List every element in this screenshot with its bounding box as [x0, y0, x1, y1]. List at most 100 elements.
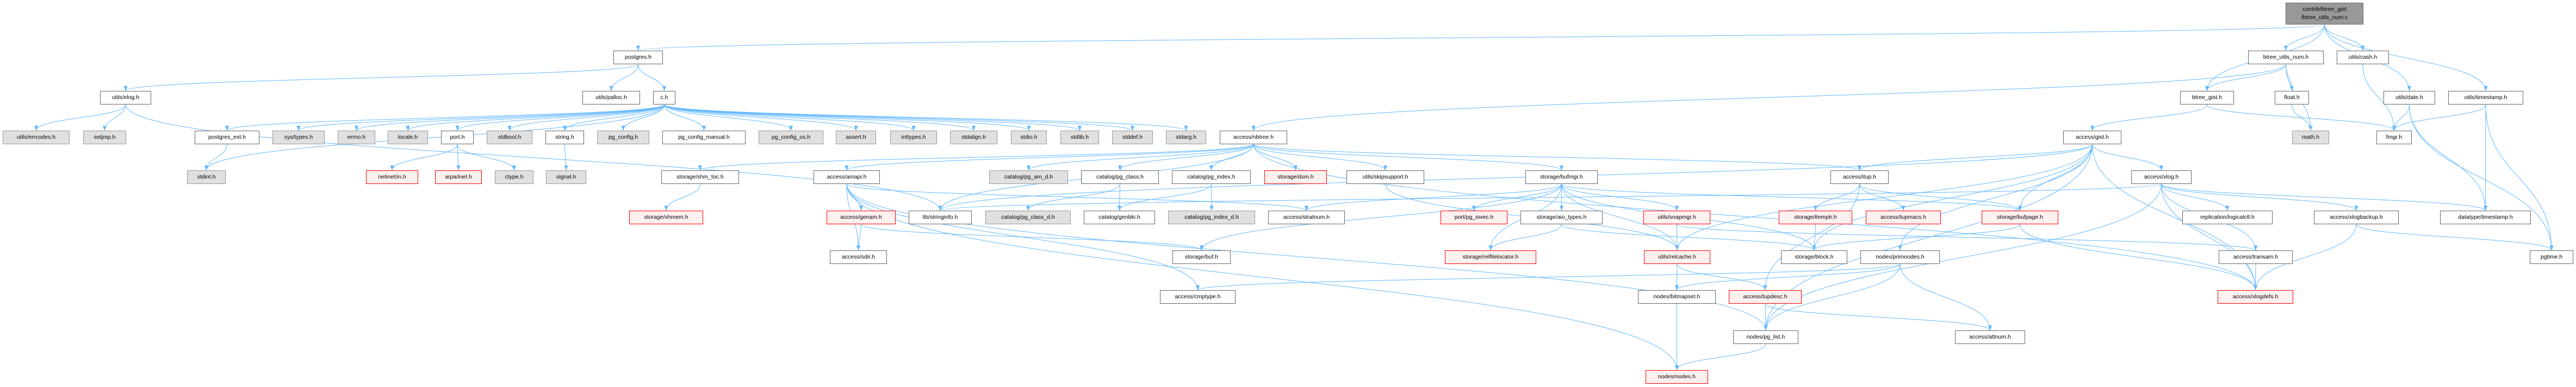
node-netinet[interactable]: netinet/in.h [366, 170, 418, 184]
edge-cash-to-fmgr [2362, 64, 2397, 131]
node-setjmp[interactable]: setjmp.h [83, 131, 126, 144]
edge-gist-to-itup [1858, 144, 2093, 171]
node-arpa[interactable]: arpa/inet.h [435, 170, 482, 184]
node-relcache[interactable]: utils/relcache.h [1644, 250, 1710, 264]
node-snapmgr[interactable]: utils/snapmgr.h [1643, 211, 1710, 224]
node-stdint[interactable]: stdint.h [187, 170, 226, 184]
node-pg-list[interactable]: nodes/pg_list.h [1733, 330, 1798, 344]
node-transam[interactable]: access/transam.h [2219, 250, 2293, 264]
edge-primnodes-to-attnum [1900, 263, 1992, 331]
node-bufpage[interactable]: storage/bufpage.h [1982, 211, 2058, 224]
node-cash[interactable]: utils/cash.h [2337, 51, 2389, 64]
node-btree-utils-num[interactable]: btree_utils_num.h [2248, 51, 2324, 64]
node-pg-class[interactable]: catalog/pg_class.h [1081, 170, 1159, 184]
node-postgres[interactable]: postgres.h [613, 51, 663, 64]
edge-pg_class-to-pg_class_d [1026, 183, 1120, 211]
node-pg-config-manual[interactable]: pg_config_manual.h [662, 131, 746, 144]
node-math[interactable]: math.h [2292, 131, 2329, 144]
node-nbtree[interactable]: access/nbtree.h [1220, 131, 1287, 144]
edge-snapmgr-to-relcache [1675, 224, 1679, 251]
edge-tupdesc-to-attnum [1765, 303, 1992, 331]
node-errno[interactable]: errno.h [338, 131, 375, 144]
node-cmptype[interactable]: access/cmptype.h [1160, 290, 1236, 304]
edge-xlog-to-xlogbackup [2161, 183, 2358, 211]
edge-c-to-pg_config_os [664, 104, 793, 131]
edge-amapi-to-pg_list [846, 183, 1768, 331]
node-btree-gist[interactable]: btree_gist.h [2180, 91, 2234, 105]
node-genbki[interactable]: catalog/genbki.h [1084, 211, 1155, 224]
node-xlog[interactable]: access/xlog.h [2131, 170, 2192, 184]
node-ctype[interactable]: ctype.h [495, 170, 533, 184]
node-palloc[interactable]: utils/palloc.h [582, 91, 640, 105]
node-stdalign[interactable]: stdalign.h [950, 131, 997, 144]
node-signal[interactable]: signal.h [546, 170, 586, 184]
node-port[interactable]: port.h [441, 131, 474, 144]
node-tupdesc[interactable]: access/tupdesc.h [1729, 290, 1802, 304]
node-xlogdefs[interactable]: access/xlogdefs.h [2218, 290, 2293, 304]
node-xlogbackup[interactable]: access/xlogbackup.h [2314, 211, 2399, 224]
node-aio-types[interactable]: storage/aio_types.h [1520, 211, 1603, 224]
edge-string-to-signal [564, 144, 568, 171]
edge-genam-to-buf [861, 224, 1203, 251]
node-gist[interactable]: access/gist.h [2063, 131, 2121, 144]
node-pg-config[interactable]: pg_config.h [597, 131, 649, 144]
node-pg-index-d[interactable]: catalog/pg_index_d.h [1168, 211, 1255, 224]
node-inttypes[interactable]: inttypes.h [890, 131, 937, 144]
node-stringinfo[interactable]: lib/stringinfo.h [909, 211, 972, 224]
node-stddef[interactable]: stddef.h [1112, 131, 1153, 144]
node-pg-class-d[interactable]: catalog/pg_class_d.h [985, 211, 1071, 224]
node-buf[interactable]: storage/buf.h [1172, 250, 1231, 264]
node-float[interactable]: float.h [2275, 91, 2309, 105]
edge-c-to-postgres_ext [225, 104, 665, 131]
node-stratnum[interactable]: access/stratnum.h [1268, 211, 1345, 224]
node-itemptr[interactable]: storage/itemptr.h [1779, 211, 1852, 224]
node-fmgr[interactable]: fmgr.h [2376, 131, 2412, 144]
node-stdarg[interactable]: stdarg.h [1166, 131, 1206, 144]
node-assert[interactable]: assert.h [836, 131, 876, 144]
node-errcodes[interactable]: utils/errcodes.h [3, 131, 70, 144]
node-block[interactable]: storage/block.h [1781, 250, 1847, 264]
node-sdir[interactable]: access/sdir.h [830, 250, 887, 264]
edge-tupdesc-to-pg_list [1764, 303, 1768, 331]
node-amapi[interactable]: access/amapi.h [814, 170, 880, 184]
edge-c-to-systypes [296, 104, 665, 131]
node-shm-toc[interactable]: storage/shm_toc.h [661, 170, 739, 184]
node-primnodes[interactable]: nodes/primnodes.h [1860, 250, 1940, 264]
node-stdlib[interactable]: stdlib.h [1060, 131, 1099, 144]
node-shmem[interactable]: storage/shmem.h [629, 211, 703, 224]
node-nodes[interactable]: nodes/nodes.h [1646, 370, 1708, 384]
node-date[interactable]: utils/date.h [2383, 91, 2435, 105]
node-string[interactable]: string.h [545, 131, 584, 144]
node-stdbool[interactable]: stdbool.h [487, 131, 532, 144]
node-pg-config-os[interactable]: pg_config_os.h [759, 131, 823, 144]
node-tupmacs[interactable]: access/tupmacs.h [1866, 211, 1941, 224]
edge-date-to-pgtime [2409, 104, 2554, 251]
node-relfilelocator[interactable]: storage/relfilelocator.h [1445, 250, 1536, 264]
node-elog[interactable]: utils/elog.h [100, 91, 151, 105]
node-systypes[interactable]: sys/types.h [272, 131, 325, 144]
node-pg-iovec[interactable]: port/pg_iovec.h [1441, 211, 1507, 224]
edge-itup-to-tupdesc [1763, 183, 1860, 291]
node-postgres-ext[interactable]: postgres_ext.h [195, 131, 259, 144]
node-c[interactable]: c.h [653, 91, 675, 105]
node-attnum[interactable]: access/attnum.h [1955, 330, 2025, 344]
node-timestamp[interactable]: utils/timestamp.h [2448, 91, 2523, 105]
node-genam[interactable]: access/genam.h [827, 211, 896, 224]
edge-relcache-to-bitmapset [1674, 263, 1679, 291]
node-root[interactable]: contrib/btree_gist /btree_utils_num.c [2286, 3, 2363, 24]
node-locale[interactable]: locale.h [388, 131, 428, 144]
edge-postgres_ext-to-stdint [204, 144, 227, 171]
node-logicalctl[interactable]: replication/logicalctl.h [2182, 211, 2273, 224]
edge-c-to-stdlib [664, 104, 1082, 131]
node-pg-index[interactable]: catalog/pg_index.h [1172, 170, 1251, 184]
node-skipsupport[interactable]: utils/skipsupport.h [1346, 170, 1424, 184]
node-pgtime[interactable]: pgtime.h [2530, 250, 2573, 264]
node-dt-timestamp[interactable]: datatype/timestamp.h [2440, 211, 2531, 224]
node-itup[interactable]: access/itup.h [1830, 170, 1889, 184]
node-stdio[interactable]: stdio.h [1011, 131, 1047, 144]
node-dsm[interactable]: storage/dsm.h [1264, 170, 1327, 184]
node-bitmapset[interactable]: nodes/bitmapset.h [1638, 290, 1716, 304]
node-bufmgr[interactable]: storage/bufmgr.h [1525, 170, 1598, 184]
node-pg-am-d[interactable]: catalog/pg_am_d.h [989, 170, 1068, 184]
